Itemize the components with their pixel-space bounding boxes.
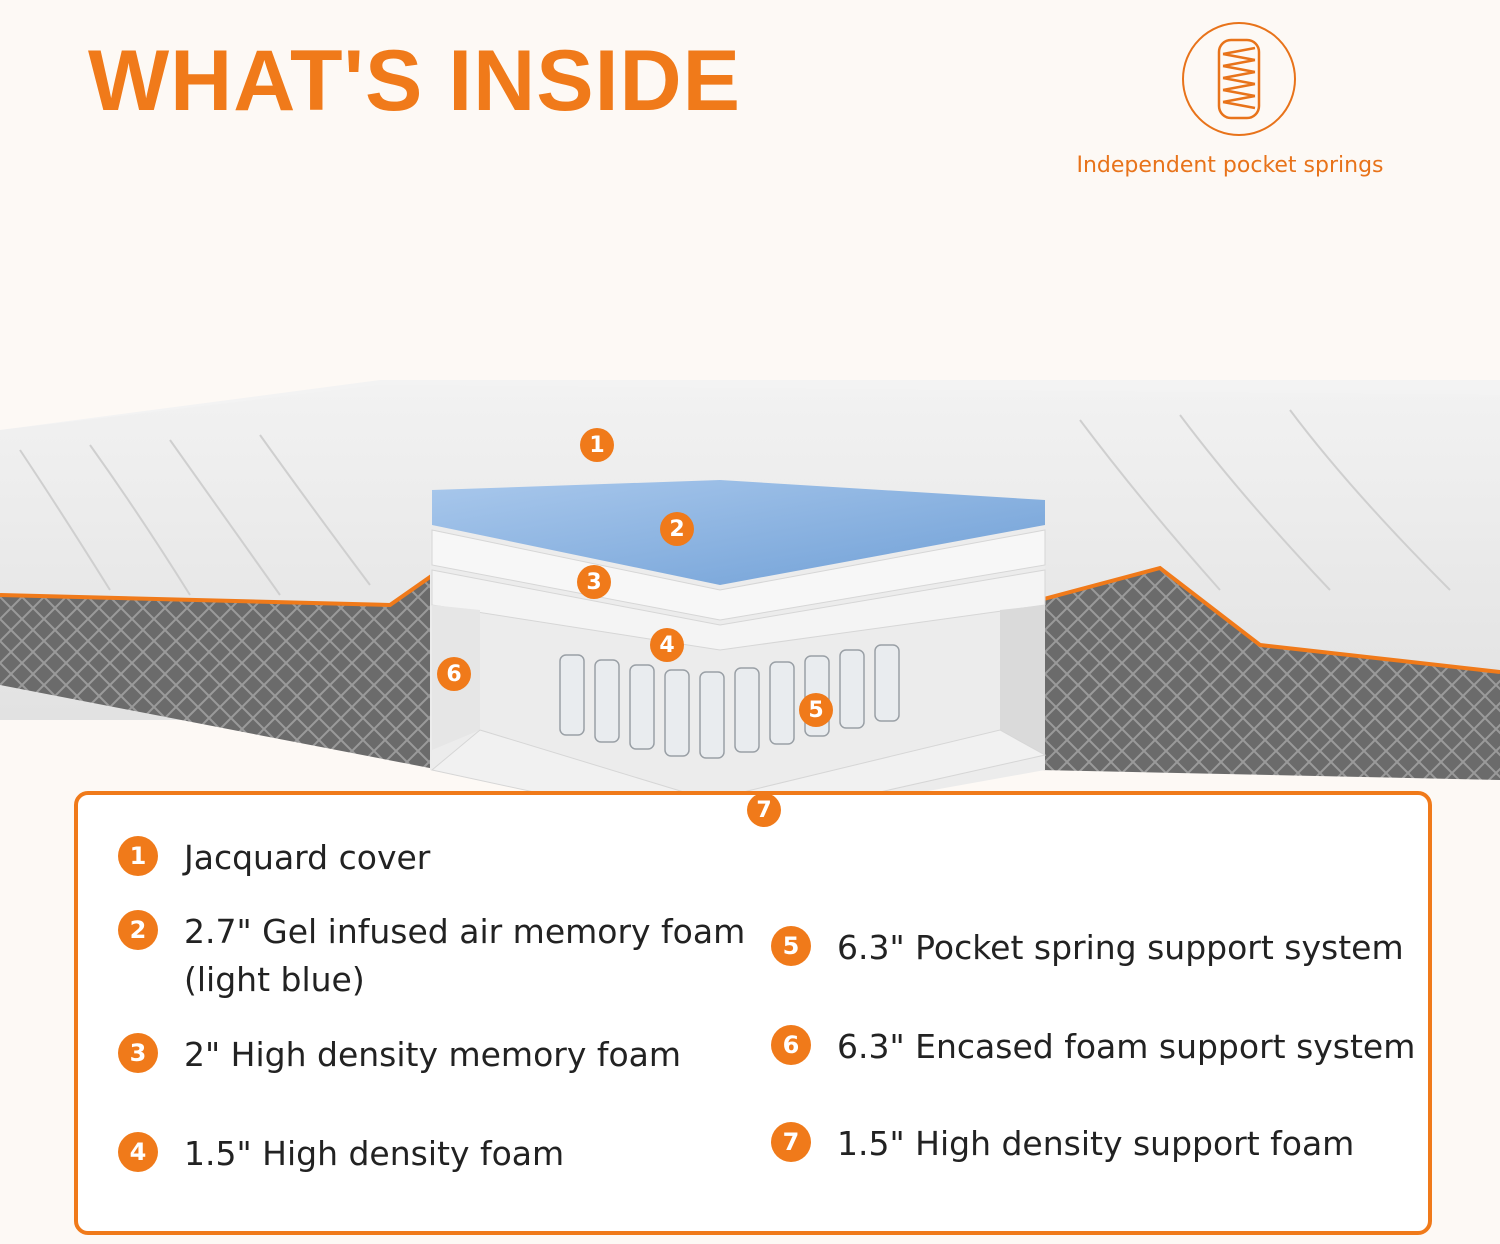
legend-text-line2: (light blue): [184, 960, 365, 999]
legend-text: 6.3" Pocket spring support system: [837, 928, 1404, 967]
marker-3: 3: [577, 565, 611, 599]
legend-text: 2" High density memory foam: [184, 1035, 682, 1074]
legend-number: 4: [118, 1132, 158, 1172]
legend-number: 1: [118, 836, 158, 876]
mattress-cutaway-illustration: [0, 380, 1500, 831]
legend-number: 3: [118, 1033, 158, 1073]
legend-panel: [74, 791, 1432, 1235]
legend-number: 5: [771, 926, 811, 966]
legend-item-4: 4 1.5" High density foam: [118, 1130, 564, 1178]
marker-5: 5: [799, 693, 833, 727]
marker-1: 1: [580, 428, 614, 462]
legend-number: 7: [771, 1122, 811, 1162]
legend-number: 6: [771, 1025, 811, 1065]
pocket-springs-caption: Independent pocket springs: [1076, 153, 1384, 178]
marker-7: 7: [747, 793, 781, 827]
legend-item-5: 5 6.3" Pocket spring support system: [771, 924, 1404, 972]
pocket-spring-icon: [1182, 22, 1296, 136]
marker-6: 6: [437, 657, 471, 691]
legend-text: 1.5" High density foam: [184, 1134, 565, 1173]
legend-text: 2.7" Gel infused air memory foam: [184, 912, 746, 951]
legend-item-7: 7 1.5" High density support foam: [771, 1120, 1354, 1168]
marker-4: 4: [650, 628, 684, 662]
legend-text: Jacquard cover: [184, 838, 431, 877]
legend-item-1: 1 Jacquard cover: [118, 834, 430, 882]
legend-text: 1.5" High density support foam: [837, 1124, 1355, 1163]
legend-number: 2: [118, 910, 158, 950]
legend-item-6: 6 6.3" Encased foam support system: [771, 1023, 1415, 1071]
marker-2: 2: [660, 512, 694, 546]
legend-item-2: 2 2.7" Gel infused air memory foam (ligh…: [118, 908, 745, 1004]
page-title: WHAT'S INSIDE: [88, 33, 741, 129]
legend-text: 6.3" Encased foam support system: [837, 1027, 1416, 1066]
legend-item-3: 3 2" High density memory foam: [118, 1031, 681, 1079]
